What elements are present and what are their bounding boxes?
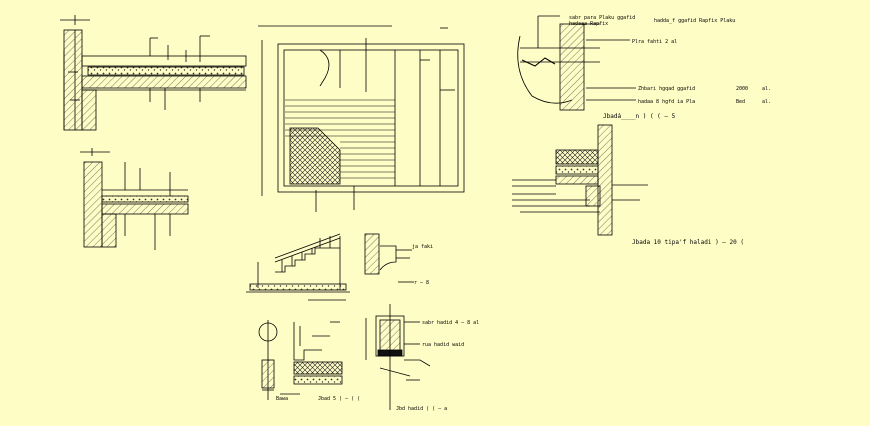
callout-7: 2000 — [736, 86, 748, 92]
callout-6: hadaa 8 hgfd ia Pla — [638, 99, 695, 105]
callout-4: Plra fahti 2 al — [632, 39, 677, 45]
section-wall-callouts — [517, 15, 636, 111]
callout-5: Zhbari hgqad ggafid — [638, 86, 695, 92]
column-caption: Jbd hadid ( ( – a — [396, 406, 447, 412]
section-footing-left — [258, 320, 343, 400]
section-column — [365, 304, 431, 410]
section-detail-slab-top — [60, 15, 247, 131]
section-footing-right — [512, 124, 648, 236]
callout-3: hadda_f ggafid Rapfix Plaku — [654, 18, 735, 24]
column-note-2: rua hadid waid — [422, 342, 464, 348]
callout-2: hadaaa Rapfix — [569, 21, 608, 27]
callout-9: al. — [762, 86, 771, 92]
section-detail-slab-bottom — [80, 148, 189, 250]
detail-top-title: Jbadá____n ) ( ( – 5 — [603, 113, 676, 120]
stair-note: ja faki — [412, 244, 433, 250]
plan-room-flooring — [258, 25, 465, 212]
footing-caption: Jbad 5 ) – ( ( — [318, 396, 360, 402]
footing-label: Bawa — [276, 396, 288, 402]
detail-bottom-title: Jbada 10 tipa'f haladi ) – 20 ( — [632, 239, 744, 246]
callout-1: sabr para Plaku ggafid — [569, 15, 635, 21]
section-stair — [246, 233, 350, 301]
callout-8: Bed — [736, 99, 745, 105]
column-note-1: sabr hadid 4 – 8 al — [422, 320, 479, 326]
stair-note-2: r – 8 — [414, 280, 429, 286]
section-small-joint — [364, 233, 414, 283]
callout-10: al. — [762, 99, 771, 105]
